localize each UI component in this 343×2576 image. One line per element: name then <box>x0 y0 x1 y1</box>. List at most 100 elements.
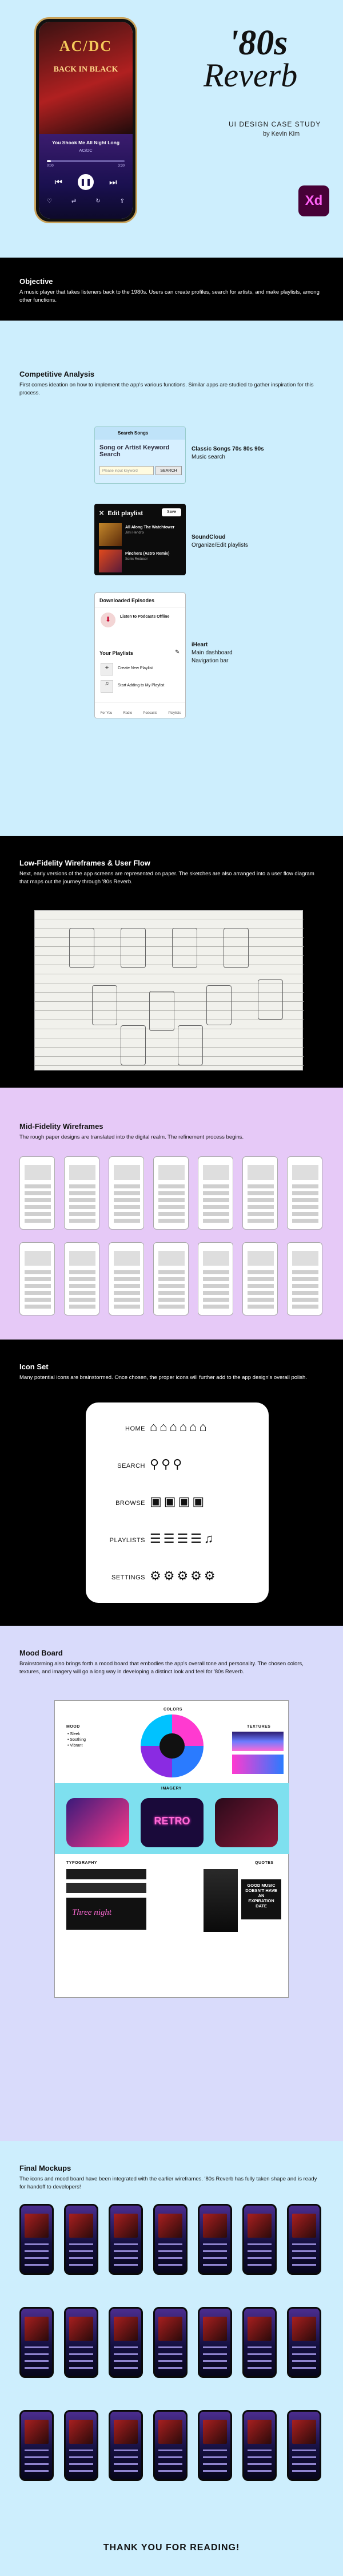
plus-icon[interactable]: + <box>101 663 113 675</box>
wire-line <box>248 1270 274 1274</box>
midfi-wireframe <box>242 1156 278 1230</box>
iheart-name: iHeart <box>192 642 208 648</box>
classic-songs-title: Search Songs <box>95 427 185 440</box>
mockup-line <box>203 2367 227 2369</box>
mockup-art <box>158 2214 182 2238</box>
mockup-line <box>158 2456 182 2458</box>
time-elapsed: 0:00 <box>47 164 54 168</box>
progress-bar[interactable] <box>47 160 125 162</box>
mood-heading: Mood Board <box>19 1649 63 1657</box>
wire-line <box>203 1284 229 1288</box>
album-band: AC/DC <box>59 38 113 54</box>
mockup-line <box>292 2257 316 2259</box>
wire-line <box>114 1205 140 1209</box>
type-sample-1 <box>66 1869 146 1879</box>
wire-block <box>69 1165 95 1180</box>
wire-line <box>248 1277 274 1281</box>
retro-sign: RETRO <box>154 1815 190 1827</box>
nav-for-you[interactable]: For You <box>100 712 113 715</box>
mockup-line <box>203 2257 227 2259</box>
wire-block <box>25 1251 51 1266</box>
shuffle-icon[interactable]: ⇄ <box>71 198 77 204</box>
nav-playlists[interactable]: Playlists <box>168 712 181 715</box>
mockup-line <box>25 2360 49 2362</box>
mockup-line <box>69 2264 93 2266</box>
mockup-line <box>158 2264 182 2266</box>
wire-line <box>158 1191 185 1195</box>
mockup-line <box>203 2449 227 2451</box>
mockup-line <box>158 2257 182 2259</box>
wire-line <box>203 1219 229 1223</box>
wire-line <box>203 1277 229 1281</box>
repeat-icon[interactable]: ↻ <box>95 198 101 204</box>
midfi-wireframe <box>242 1242 278 1315</box>
nav-podcasts[interactable]: Podcasts <box>143 712 158 715</box>
wire-line <box>292 1284 318 1288</box>
mockup-art <box>25 2420 49 2444</box>
icon-set-section: Icon Set Many potential icons are brains… <box>0 1340 343 1626</box>
mockup-line <box>248 2367 272 2369</box>
iheart-item-1[interactable]: Create New Playlist <box>118 666 153 670</box>
track-1-title: All Along The Watchtower <box>125 526 175 530</box>
soundcloud-desc: Organize/Edit playlists <box>192 542 248 548</box>
mockup-line <box>69 2470 93 2472</box>
iheart-item-2[interactable]: Start Adding to My Playlist <box>118 683 165 688</box>
mockup-line <box>114 2360 138 2362</box>
nav-radio[interactable]: Radio <box>123 712 133 715</box>
mockup-line <box>158 2463 182 2465</box>
classic-songs-prompt: Song or Artist Keyword Search <box>99 444 170 458</box>
midfi-section: Mid-Fidelity Wireframes The rough paper … <box>0 1088 343 1340</box>
paper-rule-line <box>35 1010 304 1011</box>
mood-board: MOOD • Sleek • Soothing • Vibrant COLORS… <box>54 1700 289 1998</box>
wire-block <box>158 1165 185 1180</box>
mockup-line <box>248 2463 272 2465</box>
wire-line <box>114 1212 140 1216</box>
classic-songs-input[interactable]: Please input keyword <box>99 466 154 475</box>
wire-block <box>69 1251 95 1266</box>
iheart-title: Downloaded Episodes <box>99 598 155 603</box>
final-mockup-screen <box>287 2410 321 2481</box>
back-icon[interactable]: ✕ <box>99 510 105 517</box>
mockup-line <box>114 2456 138 2458</box>
mockup-line <box>203 2264 227 2266</box>
soundcloud-save-button[interactable]: Save <box>162 508 181 516</box>
mockup-line <box>114 2463 138 2465</box>
classic-songs-search-button[interactable]: SEARCH <box>155 466 182 475</box>
midfi-wireframe <box>19 1242 55 1315</box>
wire-line <box>114 1298 140 1302</box>
wire-line <box>114 1184 140 1188</box>
wire-line <box>292 1198 318 1202</box>
imagery-retro: RETRO <box>141 1798 204 1847</box>
browse-icon: ▣▣▣▣ <box>150 1494 207 1508</box>
heart-icon[interactable]: ♡ <box>47 198 52 204</box>
mockup-line <box>114 2353 138 2355</box>
mockup-line <box>69 2346 93 2348</box>
share-icon[interactable]: ⇪ <box>119 198 125 204</box>
midfi-wireframe <box>19 1156 55 1230</box>
mockup-art <box>292 2214 316 2238</box>
time-total: 3:30 <box>118 164 125 168</box>
track-1-artist: Jimi Hendrix <box>125 531 145 535</box>
pause-icon[interactable]: ❚❚ <box>77 174 94 190</box>
sketch-screen <box>69 928 94 968</box>
previous-icon[interactable]: ⏮ <box>54 177 62 187</box>
mockup-line <box>292 2250 316 2252</box>
wire-line <box>248 1284 274 1288</box>
sketch-screen <box>121 928 146 968</box>
pencil-icon[interactable]: ✎ <box>175 649 180 655</box>
final-mockup-screen <box>64 2307 98 2378</box>
mockup-line <box>248 2360 272 2362</box>
wire-block <box>25 1165 51 1180</box>
midfi-wireframe <box>287 1156 322 1230</box>
mockup-line <box>203 2353 227 2355</box>
mockup-line <box>25 2367 49 2369</box>
typography-label: TYPOGRAPHY <box>66 1861 98 1865</box>
wire-block <box>292 1165 318 1180</box>
next-icon[interactable]: ⏭ <box>109 177 117 187</box>
color-wheel-center <box>159 1733 185 1759</box>
mockup-art <box>292 2420 316 2444</box>
mockup-line <box>25 2470 49 2472</box>
download-icon: ⬇ <box>101 613 115 627</box>
wire-block <box>203 1165 229 1180</box>
wire-line <box>203 1270 229 1274</box>
